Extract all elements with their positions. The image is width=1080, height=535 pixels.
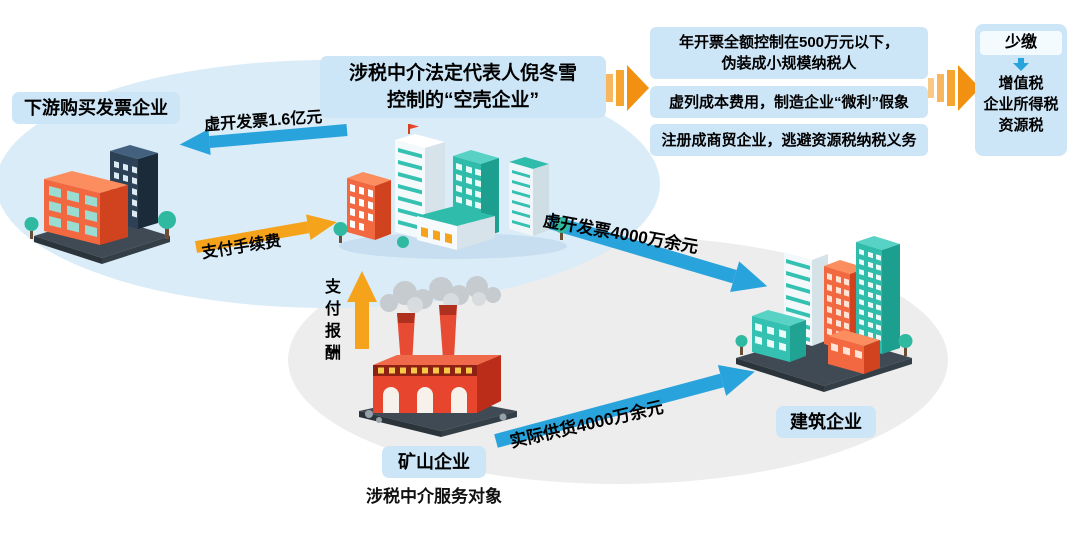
label-pay-reward: 支付报酬	[322, 278, 339, 366]
arrow-pay-reward	[347, 271, 377, 349]
construction-buildings-illustration	[735, 236, 913, 392]
teal-front-block	[752, 310, 806, 362]
orange-front-block	[828, 330, 880, 374]
mine-company-sublabel: 涉税中介服务对象	[366, 487, 502, 506]
trees	[24, 211, 176, 239]
trees	[333, 217, 570, 248]
arrow-pay-fee	[194, 214, 337, 253]
downstream-company-label: 下游购买发票企业	[12, 92, 180, 124]
result-item: 资源税	[998, 117, 1044, 134]
result-title: 少缴	[980, 31, 1062, 55]
shell-company-label: 涉税中介法定代表人倪冬雪 控制的“空壳企业”	[320, 56, 606, 118]
orange-tower	[347, 172, 391, 240]
tactic-box-3: 注册成商贸企业，逃避资源税纳税义务	[650, 124, 928, 156]
downstream-building-illustration	[24, 145, 176, 264]
chimneys	[397, 305, 457, 365]
trees	[735, 334, 913, 356]
arrow-fake-invoice-construction	[538, 212, 768, 292]
tactic-box-1: 年开票全额控制在500万元以下， 伪装成小规模纳税人	[650, 27, 928, 79]
white-right-tower	[509, 157, 549, 236]
result-item: 企业所得税	[983, 96, 1059, 113]
smoke	[380, 276, 501, 313]
down-arrow-icon	[1013, 58, 1029, 71]
construction-company-label: 建筑企业	[776, 406, 876, 438]
chevron-arrow-2	[928, 65, 980, 111]
front-low-building	[417, 206, 495, 250]
result-item: 增值税	[998, 75, 1044, 92]
mine-company-label: 矿山企业	[382, 446, 486, 478]
tactic-box-2: 虚列成本费用，制造企业“微利”假象	[650, 86, 928, 118]
result-box: 少缴 增值税 企业所得税 资源税	[975, 24, 1067, 156]
arrow-fake-invoice-downstream	[179, 124, 348, 155]
mine-factory-illustration	[359, 276, 517, 437]
shell-company-city-illustration	[333, 124, 570, 259]
orange-building	[44, 171, 128, 245]
arrow-actual-supply	[494, 364, 755, 448]
teal-tall-tower	[856, 236, 900, 354]
factory-body	[373, 355, 501, 413]
